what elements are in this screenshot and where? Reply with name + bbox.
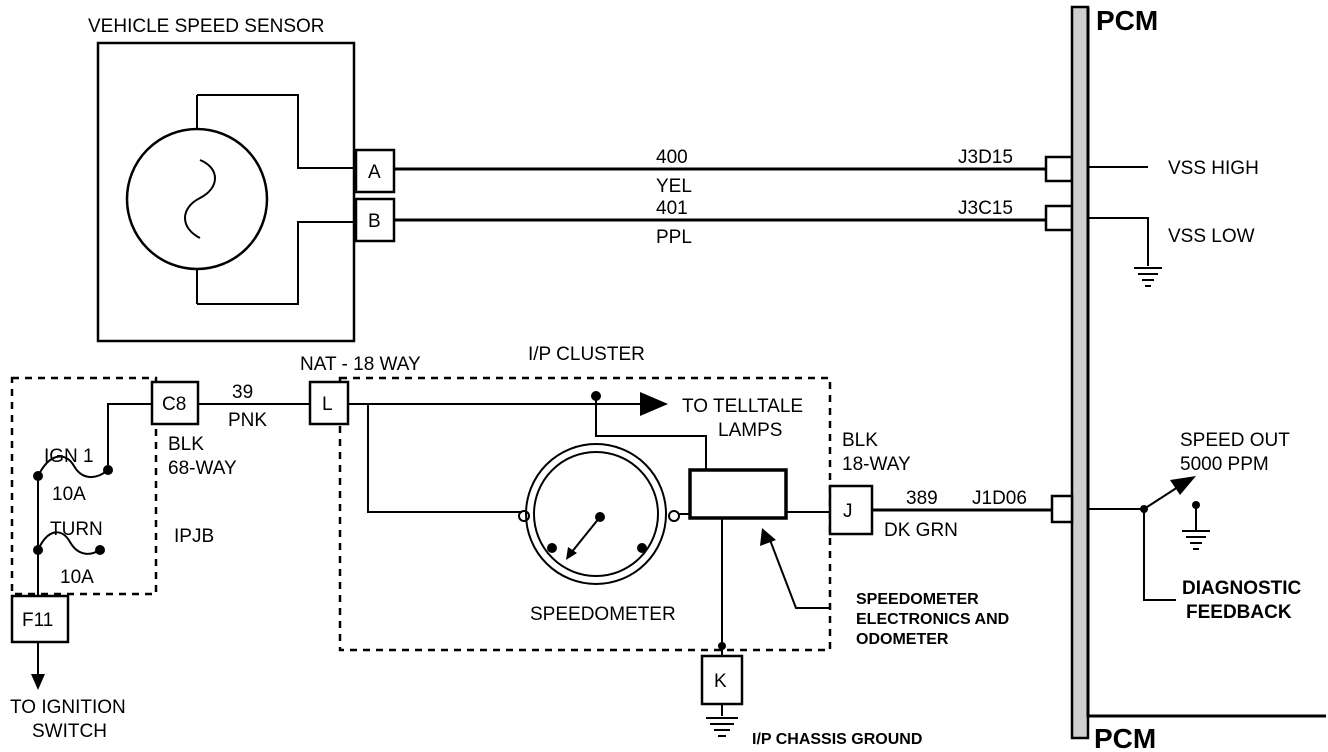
telltale-branch	[595, 396, 707, 472]
connector-f11-box	[10, 594, 70, 644]
sensor-coil-bottom-lead	[197, 221, 358, 305]
sine-wave-icon	[184, 159, 216, 239]
vss-low-lead	[1088, 217, 1149, 266]
diag-feedback-lead	[1143, 509, 1176, 601]
arrow-down-icon	[31, 674, 45, 690]
wire-389-circuit: 389	[906, 488, 938, 509]
speedometer-inner-ring	[533, 451, 659, 577]
ground-icon	[1182, 530, 1210, 550]
pcm-terminal-j3d15	[1044, 155, 1074, 183]
electronics-callout-line	[769, 539, 830, 609]
electronics-line1: SPEEDOMETER	[856, 591, 979, 608]
fuse2-name: TURN	[50, 519, 103, 540]
wire-400-circuit: 400	[656, 147, 688, 168]
sensor-coil-top-lead	[197, 94, 358, 169]
wire-39-color: PNK	[228, 410, 267, 431]
vss-circuits: 400 YEL J3D15 401 PPL J3C15	[394, 147, 1074, 248]
sensor-pin-a-label: A	[368, 162, 381, 183]
speedometer-needle	[570, 516, 601, 554]
fuse1-rating: 10A	[52, 484, 86, 505]
diag-line2: FEEDBACK	[1186, 602, 1292, 623]
ground-splice	[718, 642, 726, 650]
ground-icon	[706, 717, 738, 737]
sensor-title: VEHICLE SPEED SENSOR	[88, 16, 325, 37]
ipjb: C8 BLK 68-WAY IPJB IGN 1 10A TURN 10A	[10, 376, 237, 596]
wire-400-color: YEL	[656, 176, 692, 197]
pcm-title-bottom: PCM	[1094, 723, 1156, 752]
connector-k-label: K	[714, 671, 727, 692]
pcm-title-top: PCM	[1096, 5, 1158, 36]
ignition-line1: TO IGNITION	[10, 697, 126, 718]
connector-l-label: L	[322, 394, 333, 415]
connector-k-box	[700, 654, 744, 706]
connector-c8-desc1: BLK	[168, 434, 204, 455]
connector-c8-label: C8	[162, 394, 186, 415]
wire-39-circuit: 39	[232, 382, 253, 403]
speedometer-pin-left	[547, 543, 557, 553]
speedometer-label: SPEEDOMETER	[530, 604, 676, 625]
connector-c8-desc2: 68-WAY	[168, 458, 237, 479]
speed-out-switch-arm	[1143, 486, 1179, 510]
ignition-line2: SWITCH	[32, 721, 107, 742]
telltale-line2: LAMPS	[718, 420, 782, 441]
speedometer-gauge	[518, 443, 680, 585]
speedometer-terminal-right	[668, 510, 680, 522]
vss-low-label: VSS LOW	[1168, 226, 1255, 247]
wire-401-pin: J3C15	[958, 198, 1013, 219]
fuse-icon	[37, 455, 109, 478]
connector-l: NAT - 18 WAY L	[300, 354, 421, 426]
connector-k: K I/P CHASSIS GROUND	[700, 654, 922, 748]
fuse1-name: IGN 1	[44, 446, 94, 467]
fuse2-rating: 10A	[60, 567, 94, 588]
wire-400-pin: J3D15	[958, 147, 1013, 168]
switch-arrow-icon	[1170, 476, 1196, 495]
electronics-line3: ODOMETER	[856, 631, 949, 648]
ground-icon	[1134, 267, 1162, 287]
diag-line1: DIAGNOSTIC	[1182, 578, 1302, 599]
speedometer-terminal-left	[518, 510, 530, 522]
vss-high-label: VSS HIGH	[1168, 158, 1259, 179]
ipjb-label: IPJB	[174, 526, 214, 547]
pcm-outline	[1086, 7, 1326, 718]
sensor-pin-a	[354, 148, 396, 194]
connector-j-label: J	[843, 501, 853, 522]
wire-389-color: DK GRN	[884, 520, 958, 541]
speedometer-outer-ring	[525, 443, 667, 585]
ip-cluster: I/P CLUSTER TO TELLTALE LAMPS SPEEDOMETE…	[338, 344, 1009, 658]
wire-to-speedometer	[367, 404, 522, 513]
connector-l-desc: NAT - 18 WAY	[300, 354, 421, 375]
pcm-module: PCM PCM VSS HIGH VSS LOW SPEED OUT 5000 …	[1070, 5, 1326, 752]
connector-j: BLK 18-WAY J 389 DK GRN J1D06	[828, 430, 1074, 541]
pcm-edge-bar	[1070, 5, 1090, 740]
fuse-icon	[37, 531, 101, 555]
chassis-ground-label: I/P CHASSIS GROUND	[752, 731, 922, 748]
ipjb-feed-wire	[107, 403, 152, 470]
sensor-pin-b-label: B	[368, 211, 381, 232]
speedometer-pin-right	[637, 543, 647, 553]
vehicle-speed-sensor: VEHICLE SPEED SENSOR A B	[88, 16, 396, 343]
connector-f11-label: F11	[22, 610, 53, 631]
speed-out-line2: 5000 PPM	[1180, 454, 1269, 475]
callout-arrow-icon	[760, 528, 776, 546]
connector-j-desc1: BLK	[842, 430, 878, 451]
pcm-terminal-j1d06	[1050, 494, 1074, 524]
wire-401-color: PPL	[656, 227, 692, 248]
ipjb-boundary	[10, 376, 158, 596]
wire-389-pin: J1D06	[972, 488, 1027, 509]
pcm-terminal-j3c15	[1044, 204, 1074, 232]
connector-j-desc2: 18-WAY	[842, 454, 911, 475]
telltale-line1: TO TELLTALE	[682, 396, 803, 417]
ip-cluster-title: I/P CLUSTER	[528, 344, 645, 365]
wire-401-circuit: 401	[656, 198, 688, 219]
speedometer-electronics-box	[688, 468, 788, 520]
speed-out-line1: SPEED OUT	[1180, 430, 1290, 451]
connector-f11: F11 TO IGNITION SWITCH	[10, 594, 126, 742]
needle-tip-icon	[566, 547, 577, 560]
electronics-line2: ELECTRONICS AND	[856, 611, 1009, 628]
arrow-right-icon	[640, 392, 668, 416]
connector-l-box	[308, 380, 350, 426]
